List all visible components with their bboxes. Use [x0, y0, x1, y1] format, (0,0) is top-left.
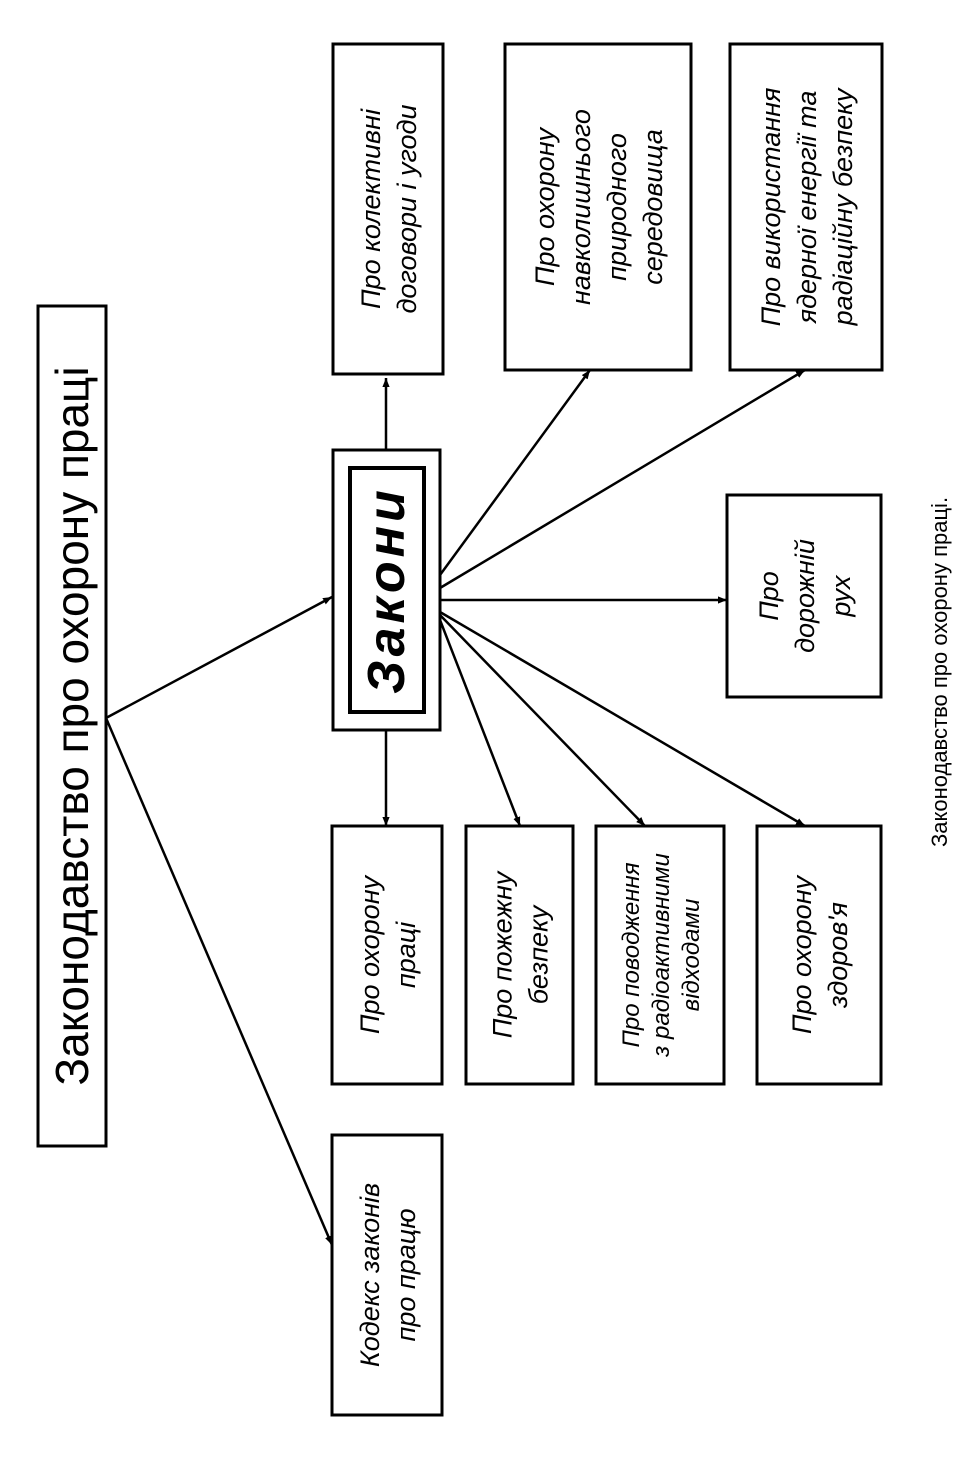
zakony-text: Закони [358, 486, 416, 694]
caption-text: Законодавство про охорону праці. [927, 497, 952, 847]
edge-title-zakony [105, 595, 333, 720]
box-label-radioaktyvni-line-1: Про поводження [618, 862, 645, 1047]
edge-zakony-seredovyshche [438, 369, 592, 576]
edge-title-kodeks [104, 717, 334, 1246]
box-label-pozhezhna-line-1: Про пожежну [488, 870, 518, 1038]
box-label-kodeks-line-1: Кодекс законів [355, 1183, 385, 1367]
edge-zakony-pozhezhna [438, 619, 522, 827]
box-okhorona-pratsi [330, 824, 444, 1086]
box-label-seredovyshche-line-4: середовища [638, 129, 668, 285]
box-seredovyshche [503, 42, 693, 372]
box-label-yaderna-line-2: ядерної енергії та [792, 91, 822, 325]
box-label-kolektyvni-line-2: договори і угоди [392, 105, 422, 314]
box-label-kodeks-line-2: про працю [391, 1208, 421, 1341]
title-box: Законодавство про охорону праці [36, 304, 108, 1148]
box-dorozhnii [725, 493, 883, 699]
box-label-seredovyshche-line-3: природного [602, 133, 632, 281]
box-label-seredovyshche-line-1: Про охорону [530, 126, 560, 286]
box-label-okhorona-pratsi-line-2: праці [391, 921, 421, 988]
edge-zakony-radioaktyvni [439, 614, 646, 827]
box-kodeks [330, 1133, 444, 1417]
box-label-kolektyvni-line-1: Про колективні [356, 108, 386, 309]
box-label-radioaktyvni-line-3: відходами [678, 899, 705, 1012]
edge-zakony-zdorovia [439, 610, 806, 828]
box-label-dorozhnii-line-1: Про [754, 571, 784, 621]
box-pozhezhna [464, 824, 575, 1086]
box-label-yaderna-line-3: радіаційну безпеку [828, 87, 858, 326]
box-radioaktyvni [594, 824, 726, 1086]
edge-zakony-yaderna [439, 368, 806, 590]
box-label-zdorovia-line-1: Про охорону [787, 874, 817, 1034]
box-zdorovia [755, 824, 883, 1086]
box-label-dorozhnii-line-2: дорожній [790, 539, 820, 653]
box-label-okhorona-pratsi-line-1: Про охорону [355, 874, 385, 1034]
box-label-pozhezhna-line-2: безпеку [524, 904, 554, 1004]
title-text: Законодавство про охорону праці [46, 366, 98, 1085]
box-kolektyvni [331, 42, 445, 376]
box-label-zdorovia-line-2: здоров'я [823, 902, 853, 1009]
box-label-radioaktyvni-line-2: з радіоактивними [648, 853, 675, 1058]
box-label-seredovyshche-line-2: навколишнього [566, 109, 596, 305]
box-label-yaderna-line-1: Про використання [756, 88, 786, 327]
box-label-dorozhnii-line-3: рух [826, 574, 856, 618]
edges [104, 368, 806, 1246]
box-yaderna [728, 42, 884, 372]
zakony-box: Закони [331, 448, 442, 732]
